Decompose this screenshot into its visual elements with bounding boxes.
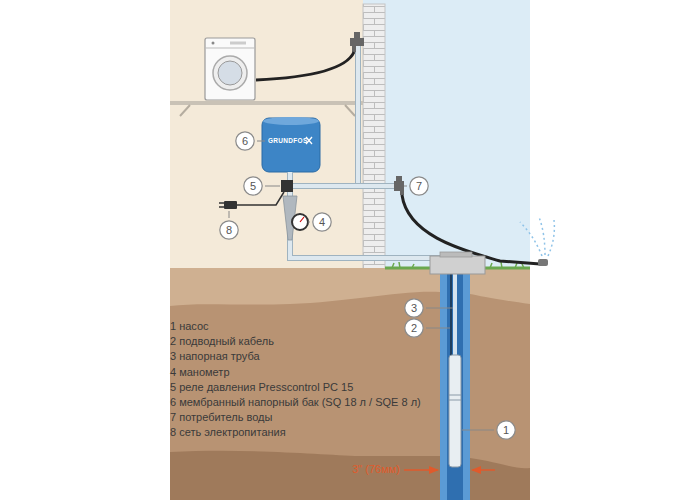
brick-wall (363, 4, 385, 270)
well-bore (447, 262, 463, 500)
machine-display (230, 42, 246, 45)
sprinkler (538, 259, 548, 266)
shelf-bracket (180, 105, 355, 116)
callout-number: 6 (242, 135, 248, 147)
ground (170, 268, 530, 500)
riser-pipe (453, 262, 457, 355)
garden-hose (402, 195, 540, 264)
water-spray (520, 217, 554, 256)
key-entry: 5 реле давления Presscontrol PC 15 (170, 381, 353, 394)
leader-line (229, 211, 230, 218)
pipe (290, 184, 396, 188)
callout-number: 5 (250, 180, 256, 192)
pump (449, 355, 461, 467)
callout-number: 4 (319, 216, 325, 228)
pump-intake (449, 395, 461, 400)
pipe-outline (355, 44, 361, 186)
callout-circle-shape (405, 319, 423, 337)
pipe-outline (290, 183, 396, 189)
leader-line (404, 186, 407, 187)
gauge-needle (300, 217, 304, 222)
dimension-label: 3" (76мм) (352, 463, 400, 476)
key-entry: 4 манометр (170, 366, 230, 379)
pipe-outline (290, 172, 456, 258)
plug-prongs (219, 203, 224, 207)
leader-line (426, 328, 450, 329)
callout-circle: 8 (219, 220, 239, 240)
callout-circle: 3 (404, 298, 424, 318)
callout-circle: 2 (404, 318, 424, 338)
dimension-arrow (404, 469, 438, 471)
callout-number: 1 (503, 424, 509, 436)
callout-number: 7 (416, 180, 422, 192)
diaphragm-tank (262, 118, 320, 172)
shelf (170, 101, 363, 105)
machine-door (213, 56, 247, 90)
callout-circle: 4 (312, 212, 332, 232)
callout-circle-shape (497, 421, 515, 439)
leader-line (265, 186, 280, 187)
machine-knob (212, 42, 215, 45)
callout-number: 2 (411, 322, 417, 334)
callout-number: 8 (226, 224, 232, 236)
tank-top (263, 117, 319, 125)
well-head (430, 256, 485, 274)
leader-line (257, 141, 265, 142)
callout-circle-shape (244, 177, 262, 195)
brand-logo: GRUNDFOS (268, 137, 308, 145)
callout-number: 3 (411, 302, 417, 314)
callout-circle-shape (220, 221, 238, 239)
interior-wall (170, 0, 363, 270)
machine-panel-line (205, 48, 255, 49)
callout-circle-shape (236, 132, 254, 150)
key-entry: 8 сеть электропитания (170, 426, 286, 439)
callout-circle-shape (405, 299, 423, 317)
callout-circle: 5 (243, 176, 263, 196)
pressure-gauge (292, 214, 308, 230)
callout-circle-shape (410, 177, 428, 195)
pipe (356, 44, 360, 186)
plug (224, 201, 237, 209)
ground-deep-layer (170, 451, 530, 500)
dimension-arrow (472, 469, 495, 471)
key-entry: 7 потребитель воды (170, 411, 272, 424)
key-entry: 1 насос (170, 320, 209, 333)
callout-circle: 1 (496, 420, 516, 440)
leader-line (426, 308, 453, 309)
callout-circle: 6 (235, 131, 255, 151)
upper-tap (350, 32, 364, 52)
washing-machine (205, 38, 255, 100)
garden-tap (394, 176, 404, 195)
callout-circle: 7 (409, 176, 429, 196)
submersible-cable (451, 262, 452, 356)
leader-line (462, 430, 494, 431)
sky (170, 0, 530, 270)
key-entry: 6 мембранный напорный бак (SQ 18 л / SQE… (170, 396, 421, 409)
pipe (290, 172, 456, 258)
well-casing (440, 262, 470, 500)
callout-circle-shape (313, 213, 331, 231)
power-cord (237, 192, 284, 205)
pressure-switch (281, 180, 293, 192)
key-entry: 2 подводный кабель (170, 335, 274, 348)
machine-door-glass (218, 61, 242, 85)
key-entry: 3 напорная труба (170, 350, 260, 363)
leader-line (308, 222, 310, 223)
machine-hose (256, 52, 354, 80)
well-cap (440, 252, 472, 257)
